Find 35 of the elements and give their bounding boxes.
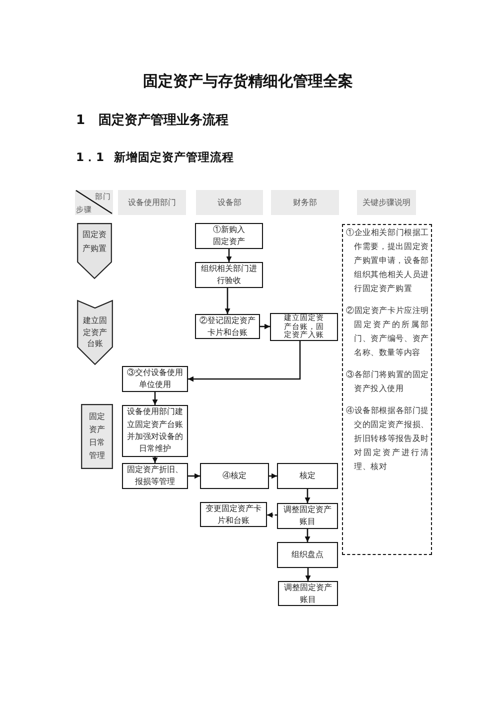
process-box: ③交付设备使用单位使用 (122, 366, 188, 392)
process-box: 设备使用部门建立固定资产台账并加强对设备的日常维护 (122, 405, 188, 457)
arrow (269, 473, 277, 479)
arrow (304, 529, 310, 542)
process-box: 调整固定资产账目 (277, 503, 338, 529)
arrow (304, 489, 310, 503)
process-box: 调整固定资产账目 (278, 581, 338, 606)
process-box: ④核定 (200, 463, 269, 489)
column-header: 设备使用部门 (118, 190, 186, 215)
column-header: 关键步骤说明 (357, 190, 416, 215)
subsection-heading: 1．1 新增固定资产管理流程 (76, 150, 234, 165)
arrow (152, 457, 158, 463)
arrow (224, 288, 230, 314)
notes-panel (342, 224, 432, 555)
process-box: 固定资产折旧、报损等管理 (122, 463, 188, 489)
arrow (188, 341, 301, 382)
arrow (188, 473, 200, 479)
process-box: 核定 (277, 463, 338, 489)
stage-tag: 固定资产购置 (77, 223, 112, 279)
arrow (260, 324, 270, 330)
process-box: ①新购入固定资产 (195, 223, 263, 249)
column-header: 设备部 (196, 190, 263, 215)
stage-box: 固定资产日常管理 (81, 404, 113, 469)
arrow (226, 249, 232, 262)
process-box: 变更固定资产卡片和台账 (200, 502, 267, 527)
arrow (267, 512, 277, 518)
process-box: 组织相关部门进行验收 (195, 262, 263, 288)
arrow (152, 392, 158, 405)
process-box: ②登记固定资产卡片和台账 (195, 314, 260, 339)
page-title: 固定资产与存货精细化管理全案 (142, 71, 354, 91)
process-box: 组织盘点 (277, 542, 338, 568)
section-heading: 1 固定资产管理业务流程 (76, 113, 229, 129)
column-header: 财务部 (271, 190, 339, 215)
stage-tag: 建立固定资产台账 (77, 300, 113, 365)
arrow (305, 568, 311, 581)
